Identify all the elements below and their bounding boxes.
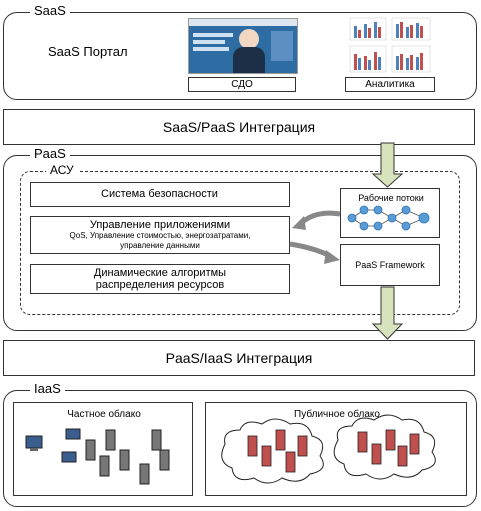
iaas-layer-label: IaaS <box>30 381 65 396</box>
analytics-charts <box>349 17 431 73</box>
security-box: Система безопасности <box>30 182 290 207</box>
paas-framework-box: PaaS Framework <box>340 244 440 286</box>
private-cloud-box: Частное облако <box>13 402 193 496</box>
sdo-caption: СДО <box>188 77 296 92</box>
private-cloud-hardware <box>25 428 170 485</box>
asu-frame <box>20 171 460 315</box>
down-arrow-workflows <box>371 142 404 188</box>
paas-layer-label: PaaS <box>30 146 70 161</box>
arrow-workflows-to-app <box>298 210 341 226</box>
saas-paas-integration: SaaS/PaaS Интеграция <box>3 109 475 145</box>
dynamic-algorithms-box: Динамические алгоритмы распределения рес… <box>30 264 290 294</box>
public-cloud-clouds <box>221 414 436 484</box>
app-management-title: Управление приложениями <box>89 219 231 231</box>
private-cloud-label: Частное облако <box>67 409 141 420</box>
app-management-box: Управление приложениями QoS, Управление … <box>30 216 290 254</box>
workflows-label: Рабочие потоки <box>358 193 424 203</box>
analytics-caption: Аналитика <box>345 77 435 92</box>
security-label: Система безопасности <box>101 188 218 200</box>
app-management-subtitle: QoS, Управление стоимостью, энергозатрат… <box>69 231 251 250</box>
down-arrow-framework <box>371 286 404 340</box>
saas-layer-label: SaaS <box>30 3 70 18</box>
workflow-nodes <box>347 205 430 231</box>
paas-iaas-integration: PaaS/IaaS Интеграция <box>3 340 475 376</box>
arrow-app-to-framework <box>289 241 332 259</box>
public-cloud-label: Публичное облако <box>294 409 380 420</box>
saas-portal-label: SaaS Портал <box>48 44 128 59</box>
sdo-screenshot <box>188 18 298 74</box>
asu-label: АСУ <box>46 163 78 177</box>
